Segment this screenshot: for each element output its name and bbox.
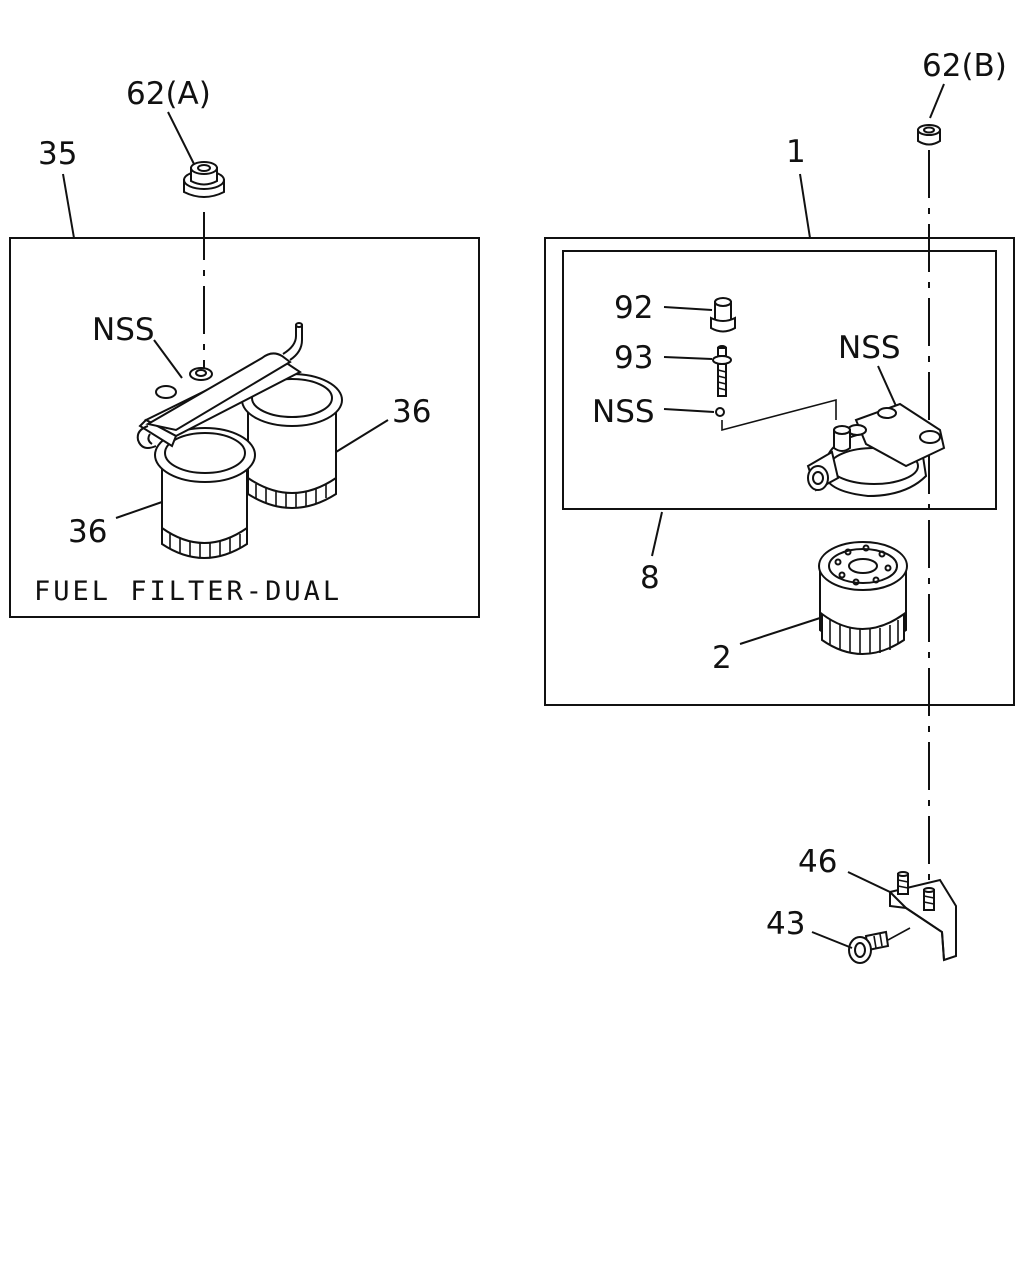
assembly-guide-line — [721, 398, 837, 432]
cap-92-part — [710, 297, 736, 333]
svg-text:46: 46 — [798, 844, 837, 880]
filter-cartridge-part — [818, 541, 908, 655]
caption-fuel-filter-dual: FUEL FILTER-DUAL — [34, 576, 342, 607]
callout-36-left[interactable]: 36 — [68, 501, 163, 550]
callout-93[interactable]: 93 — [614, 340, 713, 376]
svg-text:NSS: NSS — [838, 330, 901, 366]
callout-92[interactable]: 92 — [614, 290, 713, 326]
callout-62b[interactable]: 62(B) — [922, 48, 1007, 119]
svg-text:36: 36 — [392, 394, 431, 430]
svg-text:92: 92 — [614, 290, 653, 326]
nut-62b-part — [917, 124, 941, 146]
callout-62a[interactable]: 62(A) — [126, 76, 211, 165]
filter-head-subbox — [562, 250, 997, 510]
svg-text:93: 93 — [614, 340, 653, 376]
svg-text:NSS: NSS — [592, 394, 655, 430]
svg-text:62(A): 62(A) — [126, 76, 211, 112]
callout-2[interactable]: 2 — [712, 617, 821, 676]
callout-36-right[interactable]: 36 — [335, 394, 431, 453]
callout-8[interactable]: 8 — [640, 511, 663, 596]
callout-1[interactable]: 1 — [786, 134, 811, 239]
bolt-axis-line — [887, 927, 911, 941]
bracket-46-part — [889, 871, 957, 962]
filter-assembly-box — [544, 237, 1015, 706]
svg-text:2: 2 — [712, 640, 732, 676]
filter-head-part — [806, 402, 946, 498]
callout-46[interactable]: 46 — [798, 844, 891, 893]
bolt-43-part — [848, 930, 890, 964]
svg-text:43: 43 — [766, 906, 805, 942]
callout-nss-left[interactable]: NSS — [92, 312, 183, 379]
callout-43[interactable]: 43 — [766, 906, 853, 949]
svg-text:8: 8 — [640, 560, 660, 596]
svg-text:1: 1 — [786, 134, 806, 170]
ball-part — [715, 407, 725, 417]
dual-filter-box — [9, 237, 480, 618]
bleed-screw-93-part — [712, 345, 732, 397]
dual-filter-part — [136, 322, 343, 559]
nut-62a-part — [183, 161, 225, 198]
svg-text:36: 36 — [68, 514, 107, 550]
svg-text:NSS: NSS — [92, 312, 155, 348]
callout-nss-head[interactable]: NSS — [838, 330, 901, 407]
callout-35[interactable]: 35 — [38, 136, 77, 239]
svg-text:62(B): 62(B) — [922, 48, 1007, 84]
svg-text:35: 35 — [38, 136, 77, 172]
callout-nss-mid[interactable]: NSS — [592, 394, 715, 430]
